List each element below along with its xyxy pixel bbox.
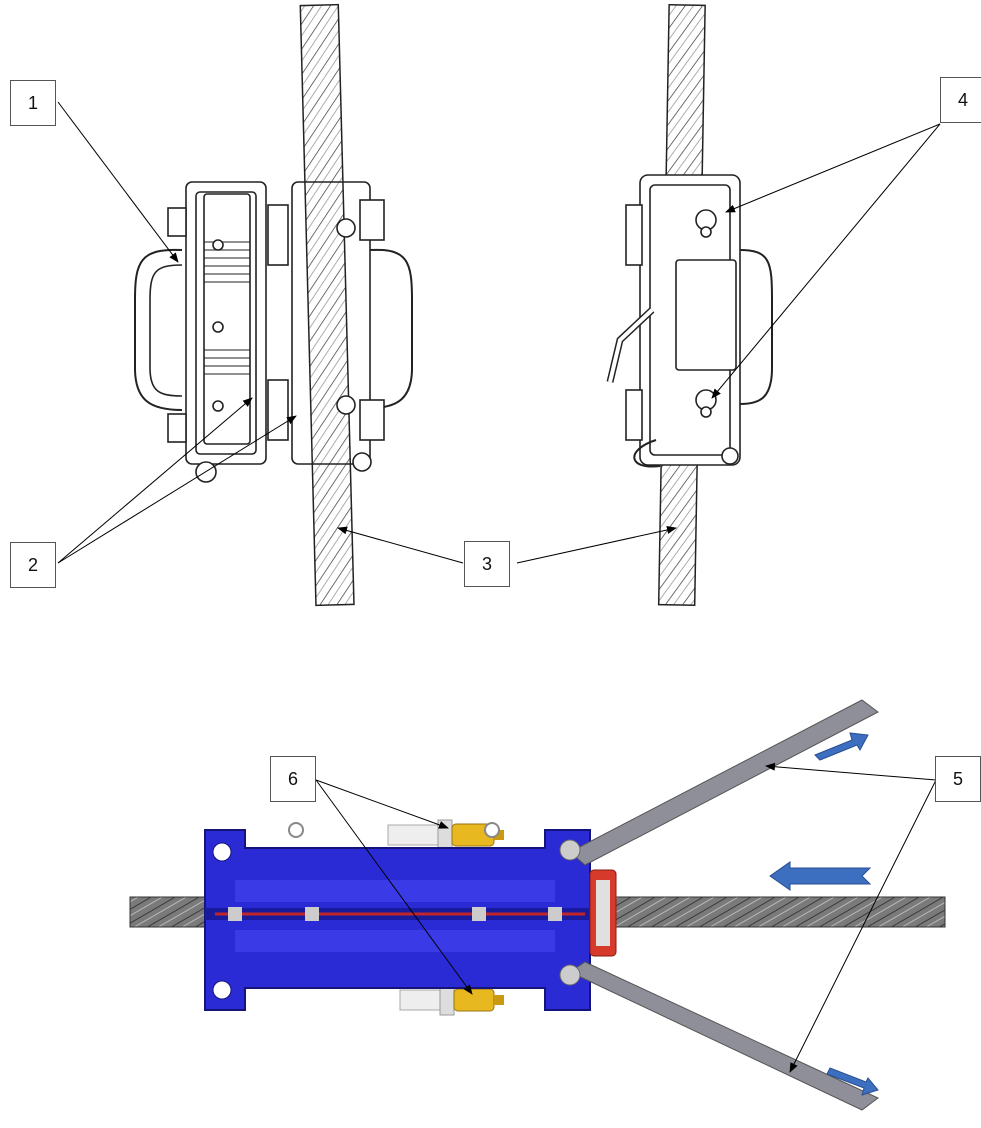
clamp-open-right-half <box>291 181 413 472</box>
rope-left <box>299 3 355 607</box>
leader-lines <box>57 101 941 1073</box>
callout-1: 1 <box>10 80 56 126</box>
clamp-open-left-half <box>134 181 289 483</box>
motion-arrows <box>769 732 879 1096</box>
callout-5: 5 <box>935 756 981 802</box>
lever-bottom <box>559 961 879 1111</box>
clamp-closed <box>606 174 773 468</box>
lever-top <box>559 699 879 866</box>
callout-4: 4 <box>940 77 981 123</box>
fitting-bottom <box>399 984 504 1016</box>
callout-6: 6 <box>270 756 316 802</box>
blue-housing <box>204 822 591 1011</box>
callout-2: 2 <box>10 542 56 588</box>
red-collar <box>589 869 617 957</box>
callout-3: 3 <box>464 541 510 587</box>
fitting-top <box>387 819 504 851</box>
